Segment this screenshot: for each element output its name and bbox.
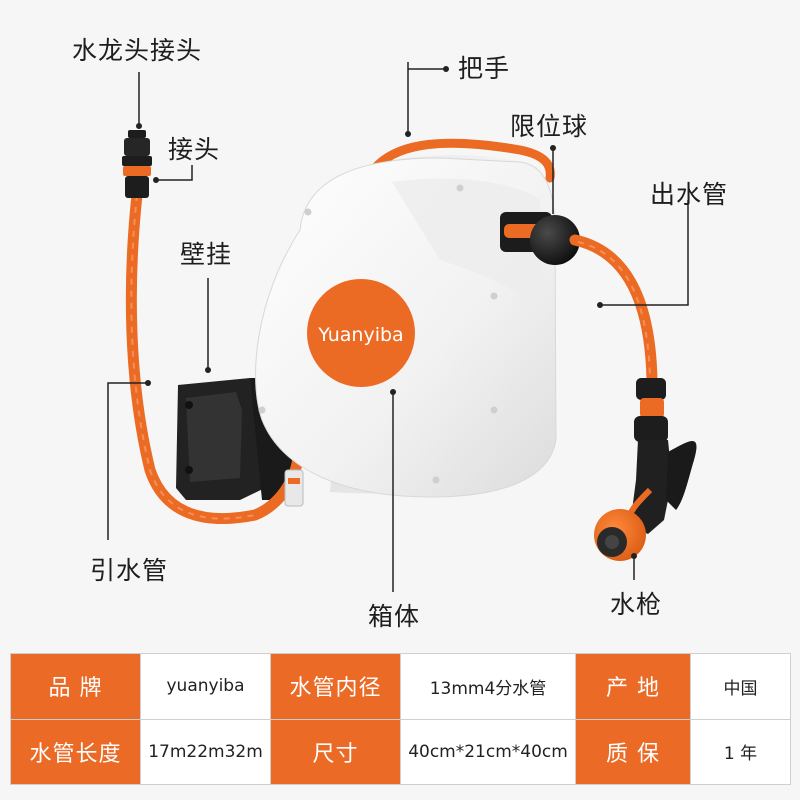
spec-value-origin: 中国: [690, 653, 791, 720]
brand-logo-text: Yuanyiba: [317, 324, 403, 346]
spec-value-size: 40cm*21cm*40cm: [400, 718, 576, 785]
callout-handle: 把手: [458, 54, 511, 83]
logo-circle: [307, 279, 415, 387]
callout-lead-hose: 引水管: [90, 556, 169, 585]
callout-limit-ball: 限位球: [510, 112, 589, 141]
callout-connector: 接头: [168, 135, 221, 164]
callout-faucet-connector: 水龙头接头: [72, 36, 203, 65]
leader-dots: [136, 66, 637, 559]
leader-lines: [107, 62, 689, 592]
callout-outlet-hose: 出水管: [650, 180, 729, 209]
spec-row: 品 牌 yuanyiba 水管内径 13mm4分水管 产 地 中国: [10, 653, 791, 720]
hose-reel-drawing: Yuanyiba: [107, 62, 697, 592]
spec-value-inner-diameter: 13mm4分水管: [400, 653, 576, 720]
spec-label-brand: 品 牌: [10, 653, 141, 720]
spec-label-inner-diameter: 水管内径: [270, 653, 401, 720]
handle-loop: [367, 138, 555, 183]
spec-value-warranty: 1 年: [690, 718, 791, 785]
spec-table: 品 牌 yuanyiba 水管内径 13mm4分水管 产 地 中国 水管长度 1…: [10, 653, 791, 785]
spec-label-origin: 产 地: [575, 653, 691, 720]
spec-row: 水管长度 17m22m32m 尺寸 40cm*21cm*40cm 质 保 1 年: [10, 718, 791, 785]
wall-bracket: [176, 378, 300, 500]
spec-label-warranty: 质 保: [575, 718, 691, 785]
screw-holes: [258, 184, 498, 484]
spray-gun: [594, 378, 697, 561]
callout-spray-gun: 水枪: [610, 590, 663, 619]
spec-label-hose-length: 水管长度: [10, 718, 141, 785]
callout-housing: 箱体: [368, 602, 421, 631]
spec-label-size: 尺寸: [270, 718, 401, 785]
faucet-connector: [122, 130, 152, 198]
callout-wall-mount: 壁挂: [180, 240, 233, 269]
product-illustration: Yuanyiba 水龙头接头 接头 把手 限位球 出水管 壁挂 引水管 箱体 水…: [72, 36, 729, 631]
limit-ball: [530, 215, 580, 265]
spec-value-brand: yuanyiba: [140, 653, 271, 720]
spec-value-hose-length: 17m22m32m: [140, 718, 271, 785]
